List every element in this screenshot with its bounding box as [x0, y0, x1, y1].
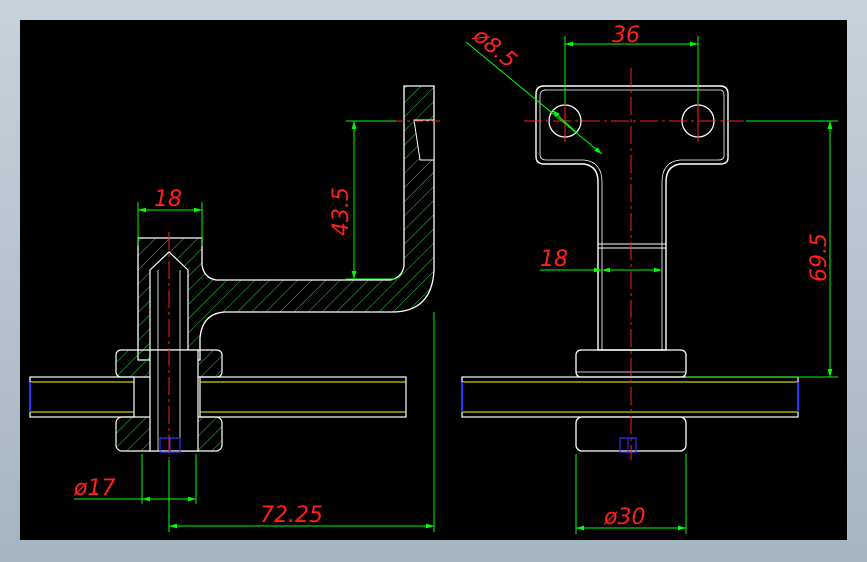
dim-right-base: ø30 [575, 454, 687, 534]
dim-right-neck: 18 [540, 247, 662, 273]
dim-right-hole-label: ø8.5 [467, 23, 521, 74]
dim-left-width-label: 18 [154, 187, 182, 212]
dim-left-diameter: ø17 [73, 454, 197, 504]
dim-left-width: 18 [137, 187, 203, 246]
dim-left-height: 43.5 [329, 120, 396, 280]
dim-right-height: 69.5 [686, 120, 838, 378]
dim-left-diameter-label: ø17 [73, 476, 115, 501]
dim-right-spacing: 36 [564, 23, 699, 104]
left-bolt [149, 349, 199, 452]
dim-right-height-label: 69.5 [807, 233, 832, 282]
dim-right-base-label: ø30 [603, 505, 645, 530]
left-section-view: 18 43.5 ø17 72.25 [29, 85, 440, 532]
left-glass-plate [29, 376, 407, 418]
arm-notch [413, 119, 435, 161]
dim-left-height-label: 43.5 [329, 187, 354, 236]
right-front-view: ø8.5 36 18 69.5 [461, 23, 838, 534]
dim-left-offset-label: 72.25 [260, 503, 323, 528]
bracket-body [137, 85, 435, 361]
left-hex-socket [159, 437, 181, 453]
dim-left-offset: 72.25 [168, 312, 435, 532]
dim-right-spacing-label: 36 [612, 23, 640, 48]
drawing-svg: 18 43.5 ø17 72.25 [29, 23, 838, 534]
right-top-nut [575, 349, 687, 378]
right-glass-plate [461, 376, 799, 418]
dim-right-neck-label: 18 [540, 247, 568, 272]
dim-right-hole: ø8.5 [465, 23, 603, 155]
cad-drawing-canvas[interactable]: 18 43.5 ø17 72.25 [20, 20, 847, 540]
